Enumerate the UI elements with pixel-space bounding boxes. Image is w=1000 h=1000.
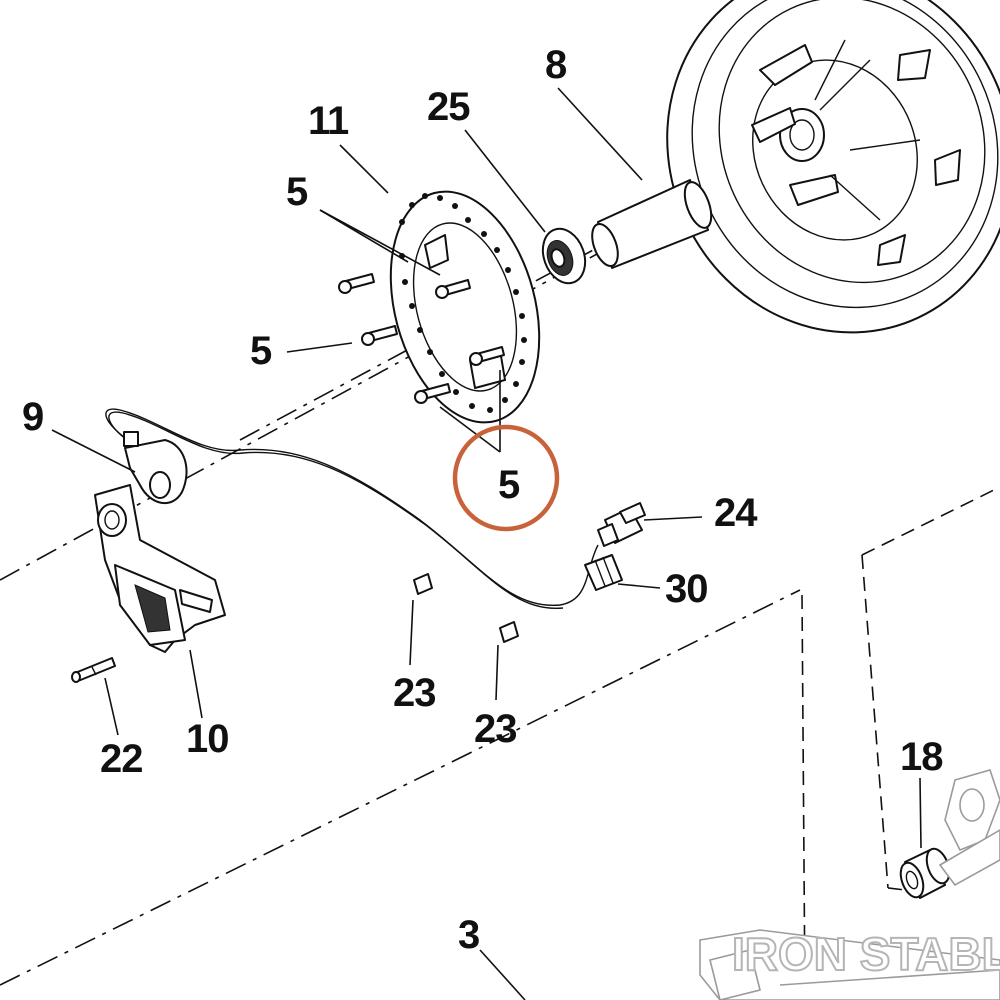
cable-clips (413, 573, 519, 643)
callout-9: 9 (22, 395, 43, 439)
axle-spacer (591, 179, 713, 269)
bracket-pin (71, 657, 116, 683)
swingarm-ghost (699, 769, 1000, 1000)
cable-grommet (584, 554, 623, 591)
brake-disc (389, 190, 541, 424)
callout-5-middle: 5 (250, 329, 272, 373)
speed-sensor (123, 431, 188, 505)
callout-labels: 8 25 11 5 5 5 9 24 30 23 23 22 10 18 3 (22, 43, 944, 957)
wheel-bearing (541, 227, 587, 285)
callout-25: 25 (427, 85, 470, 129)
highlight-circle (452, 424, 560, 532)
callout-23-right: 23 (474, 707, 517, 751)
speed-sensor-cable (105, 408, 599, 610)
callout-5-upper: 5 (286, 170, 308, 214)
watermark-text: IRON STABLE (732, 928, 1000, 980)
leader-lines (51, 87, 922, 1000)
sensor-connector (597, 502, 646, 547)
callout-24: 24 (714, 491, 758, 535)
callout-11: 11 (308, 99, 349, 143)
caliper-bracket (94, 484, 226, 653)
callout-30: 30 (665, 567, 708, 611)
callout-18: 18 (900, 735, 943, 779)
callout-3: 3 (458, 913, 479, 957)
callout-22: 22 (100, 737, 143, 781)
disc-bolts (338, 273, 505, 404)
bushing (899, 847, 951, 899)
callout-5-highlighted: 5 (498, 463, 520, 507)
callout-23-left: 23 (393, 671, 436, 715)
callout-8: 8 (545, 43, 567, 87)
callout-10: 10 (186, 717, 229, 761)
rear-wheel (666, 0, 1000, 334)
